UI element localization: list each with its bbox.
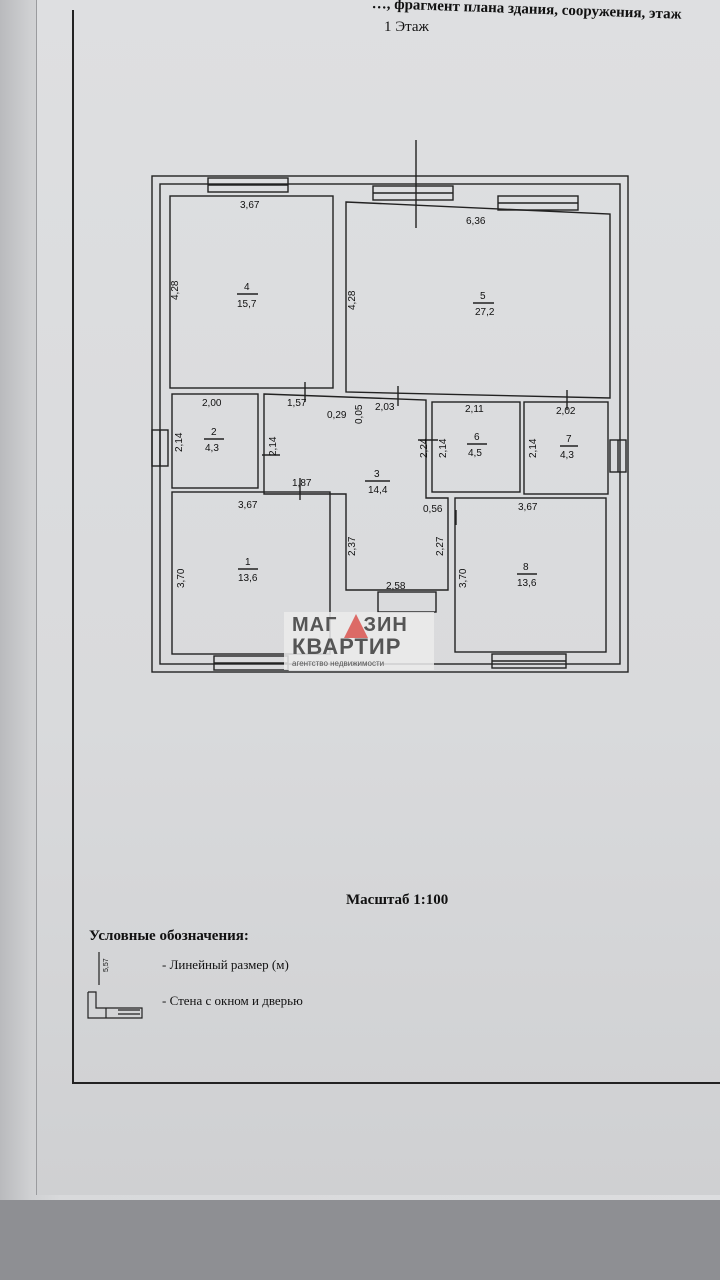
room-5-outline [345,201,611,399]
room-area: 4,3 [205,443,219,454]
room-3-outline [263,393,449,591]
floor-label: 1 Этаж [384,19,429,35]
entrance-door-icon [377,591,437,613]
page-frame [72,10,720,1084]
room-number: 7 [566,434,572,445]
legend-title: Условные обозначения: [89,928,249,944]
dimension-label: 0,05 [354,404,365,424]
watermark-text: МАГ [292,614,338,636]
dimension-label: 2,00 [202,398,222,409]
room-2-outline [171,393,259,489]
dimension-label: 3,67 [238,500,258,511]
dimension-label: 3,70 [458,568,469,588]
room-area: 4,5 [468,448,482,459]
room-8-outline [454,497,607,653]
triangle-icon [344,614,368,638]
room-number: 4 [244,282,250,293]
legend-item-wall: - Стена с окном и дверью [162,993,303,1008]
room-area: 14,4 [368,485,388,496]
room-number: 2 [211,427,217,438]
room-number: 6 [474,432,480,443]
dimension-label: 1,57 [287,398,307,409]
legend-item-dimension: - Линейный размер (м) [162,957,289,972]
room-area: 27,2 [475,307,495,318]
dimension-label: 0,56 [423,504,443,515]
room-area: 13,6 [238,573,258,584]
dimension-label: 2,02 [556,406,576,417]
dimension-label: 2,14 [438,438,449,458]
dimension-label: 2,14 [268,436,279,456]
scale-label: Масштаб 1:100 [346,892,449,908]
dimension-label: 6,36 [466,216,486,227]
room-number: 3 [374,469,380,480]
room-1-outline [171,491,331,655]
dimension-label: 4,28 [347,290,358,310]
dimension-label: 3,67 [518,502,538,513]
wall-window-door-icon [87,991,143,1019]
room-area: 13,6 [517,578,537,589]
room-number: 1 [245,557,251,568]
legend-sample-dimension: 5,57 [103,958,110,972]
room-number: 5 [480,291,486,302]
dimension-label: 4,28 [170,280,181,300]
dimension-label: 3,67 [240,200,260,211]
room-4-outline [169,195,334,389]
room-number: 8 [523,562,529,573]
dimension-label: 2,58 [386,581,406,592]
dimension-label: 2,27 [435,536,446,556]
outer-wall-outer [151,175,629,673]
watermark-logo: МАГ ЗИН КВАРТИР агентство недвижимости [284,612,434,670]
dimension-label: 1,87 [292,478,312,489]
room-area: 15,7 [237,299,257,310]
dimension-label: 2,37 [347,536,358,556]
watermark-text: КВАРТИР [292,634,402,659]
dimension-label: 2,03 [375,402,395,413]
dimension-label: 0,29 [327,410,347,421]
room-6-outline [431,401,521,493]
dimension-label: 2,24 [419,438,430,458]
watermark-text: ЗИН [363,614,408,636]
watermark-tagline: агентство недвижимости [292,659,385,668]
dimension-label: 2,11 [465,404,484,415]
room-area: 4,3 [560,450,574,461]
room-7-outline [523,401,609,495]
dimension-label: 2,14 [174,432,185,452]
dimension-label: 3,70 [176,568,187,588]
dimension-label: 2,14 [528,438,539,458]
